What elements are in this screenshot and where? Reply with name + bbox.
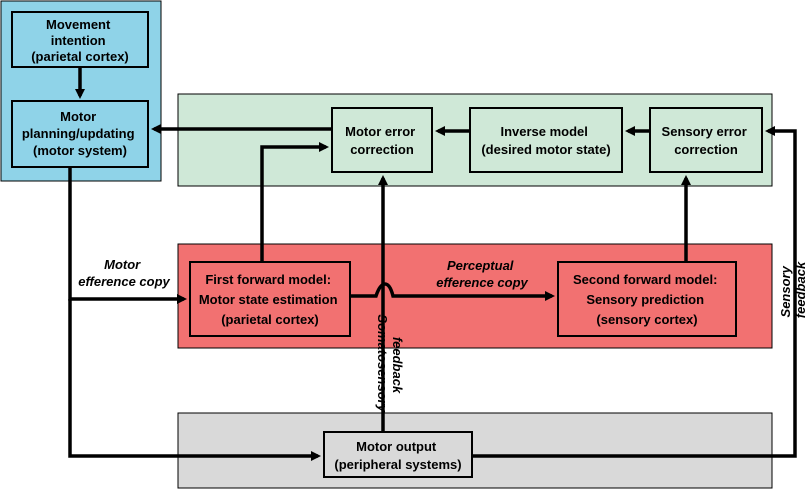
sensory-error-text: Sensory error correction [662, 124, 751, 157]
connectors [68, 67, 797, 461]
motor-efference-line-1: Motor [104, 257, 141, 272]
arrow-planning-to-motor-output [68, 299, 321, 461]
motor-planning-line-3: (motor system) [33, 143, 127, 158]
first-forward-box [189, 261, 351, 337]
sensory-feedback-line-2: feedback [793, 261, 808, 318]
motor-output-line-2: (peripheral systems) [334, 457, 461, 472]
motor-efference-line-2: efference copy [78, 274, 170, 289]
arrow-first-to-second-forward [350, 282, 555, 301]
motor-error-text: Motor error correction [345, 124, 419, 157]
motor-error-line-2: correction [350, 142, 414, 157]
somatosensory-line-1: Somatosensory [375, 314, 390, 412]
perceptual-efference-line-1: Perceptual [447, 258, 514, 273]
motor-planning-text: Motor planning/updating (motor system) [22, 109, 138, 158]
motor-output-box [323, 431, 473, 478]
movement-intention-text: Movement intention (parietal cortex) [31, 17, 129, 64]
movement-intention-box [11, 11, 149, 68]
first-forward-line-1: First forward model: [205, 272, 331, 287]
motor-planning-line-2: planning/updating [22, 126, 135, 141]
second-forward-line-1: Second forward model: [573, 272, 717, 287]
somatosensory-line-2: feedback [390, 337, 405, 394]
movement-intention-line-1: Movement [46, 17, 111, 32]
sensory-feedback-label: Sensory feedback [778, 261, 808, 318]
perceptual-efference-line-2: efference copy [436, 275, 528, 290]
sensory-error-box [649, 107, 763, 173]
motor-planning-box [11, 100, 149, 168]
movement-intention-line-3: (parietal cortex) [31, 49, 129, 64]
motor-efference-label: Motor efference copy [78, 257, 170, 289]
sensory-error-line-1: Sensory error [662, 124, 747, 139]
motor-error-box [331, 107, 433, 173]
inverse-model-text: Inverse model (desired motor state) [481, 124, 610, 157]
perceptual-efference-label: Perceptual efference copy [436, 258, 528, 290]
motor-output-line-1: Motor output [356, 439, 437, 454]
inverse-model-line-1: Inverse model [500, 124, 587, 139]
second-forward-box [557, 261, 737, 337]
arrow-first-forward-to-error [260, 142, 329, 262]
somatosensory-label: Somatosensory feedback [375, 314, 405, 415]
arrow-sensory-feedback [472, 126, 797, 458]
second-forward-line-3: (sensory cortex) [596, 312, 697, 327]
movement-intention-line-2: intention [51, 33, 106, 48]
motor-planning-line-1: Motor [60, 109, 96, 124]
gray-region [177, 412, 773, 489]
sensory-error-line-2: correction [674, 142, 738, 157]
first-forward-line-3: (parietal cortex) [221, 312, 319, 327]
second-forward-text: Second forward model: Sensory prediction… [573, 272, 721, 327]
inverse-model-line-2: (desired motor state) [481, 142, 610, 157]
motor-output-text: Motor output (peripheral systems) [334, 439, 461, 472]
first-forward-line-2: Motor state estimation [199, 292, 338, 307]
first-forward-text: First forward model: Motor state estimat… [199, 272, 341, 327]
inverse-model-box [469, 107, 623, 173]
second-forward-line-2: Sensory prediction [586, 292, 704, 307]
sensory-feedback-line-1: Sensory [778, 265, 793, 317]
motor-error-line-1: Motor error [345, 124, 415, 139]
